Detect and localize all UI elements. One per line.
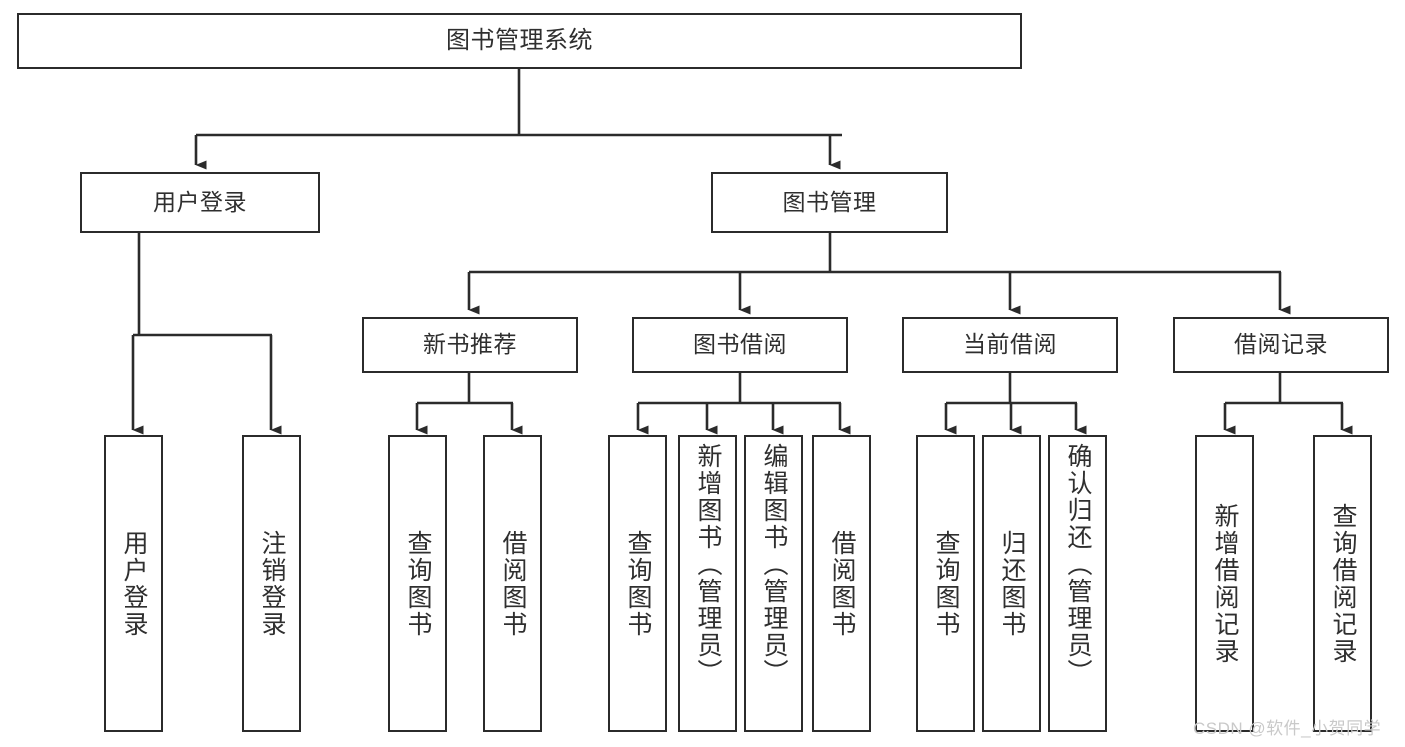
node-root-book-management-system[interactable]: 图书管理系统 [17, 13, 1022, 69]
node-label: 图书借阅 [693, 331, 787, 358]
node-leaf-query-book-1[interactable]: 查询图书 [388, 435, 447, 732]
node-label: 查询图书 [404, 529, 432, 638]
node-label: 确认归还（管理员） [1064, 443, 1092, 686]
node-label: 新书推荐 [423, 331, 517, 358]
node-leaf-borrow-book-1[interactable]: 借阅图书 [483, 435, 542, 732]
node-label: 图书管理 [782, 188, 877, 215]
node-leaf-borrow-book-2[interactable]: 借阅图书 [812, 435, 871, 732]
node-label: 当前借阅 [963, 331, 1057, 358]
node-leaf-add-record[interactable]: 新增借阅记录 [1195, 435, 1254, 732]
node-label: 借阅图书 [828, 529, 856, 638]
node-current-borrow[interactable]: 当前借阅 [902, 317, 1118, 373]
node-label: 借阅记录 [1234, 331, 1328, 358]
node-label: 图书管理系统 [446, 26, 593, 54]
node-leaf-query-record[interactable]: 查询借阅记录 [1313, 435, 1372, 732]
node-leaf-confirm-return[interactable]: 确认归还（管理员） [1048, 435, 1107, 732]
node-label: 用户登录 [153, 188, 247, 215]
node-label: 注销登录 [258, 529, 286, 638]
node-leaf-user-login[interactable]: 用户登录 [104, 435, 163, 732]
node-label: 查询借阅记录 [1329, 502, 1357, 665]
node-label: 归还图书 [998, 529, 1026, 638]
node-label: 借阅图书 [499, 529, 527, 638]
node-label: 用户登录 [120, 529, 148, 638]
node-new-book-recommend[interactable]: 新书推荐 [362, 317, 578, 373]
node-label: 新增借阅记录 [1211, 502, 1239, 665]
node-leaf-add-book[interactable]: 新增图书（管理员） [678, 435, 737, 732]
node-borrow-record[interactable]: 借阅记录 [1173, 317, 1389, 373]
node-user-login[interactable]: 用户登录 [80, 172, 320, 233]
node-leaf-logout-login[interactable]: 注销登录 [242, 435, 301, 732]
node-leaf-query-book-2[interactable]: 查询图书 [608, 435, 667, 732]
node-book-manage[interactable]: 图书管理 [711, 172, 948, 233]
node-label: 查询图书 [624, 529, 652, 638]
node-label: 查询图书 [932, 529, 960, 638]
node-leaf-return-book[interactable]: 归还图书 [982, 435, 1041, 732]
node-leaf-query-book-3[interactable]: 查询图书 [916, 435, 975, 732]
node-label: 新增图书（管理员） [694, 443, 722, 686]
node-book-borrow[interactable]: 图书借阅 [632, 317, 848, 373]
node-label: 编辑图书（管理员） [760, 443, 788, 686]
node-leaf-edit-book[interactable]: 编辑图书（管理员） [744, 435, 803, 732]
watermark-csdn: CSDN @软件_小贺同学 [1193, 719, 1382, 738]
